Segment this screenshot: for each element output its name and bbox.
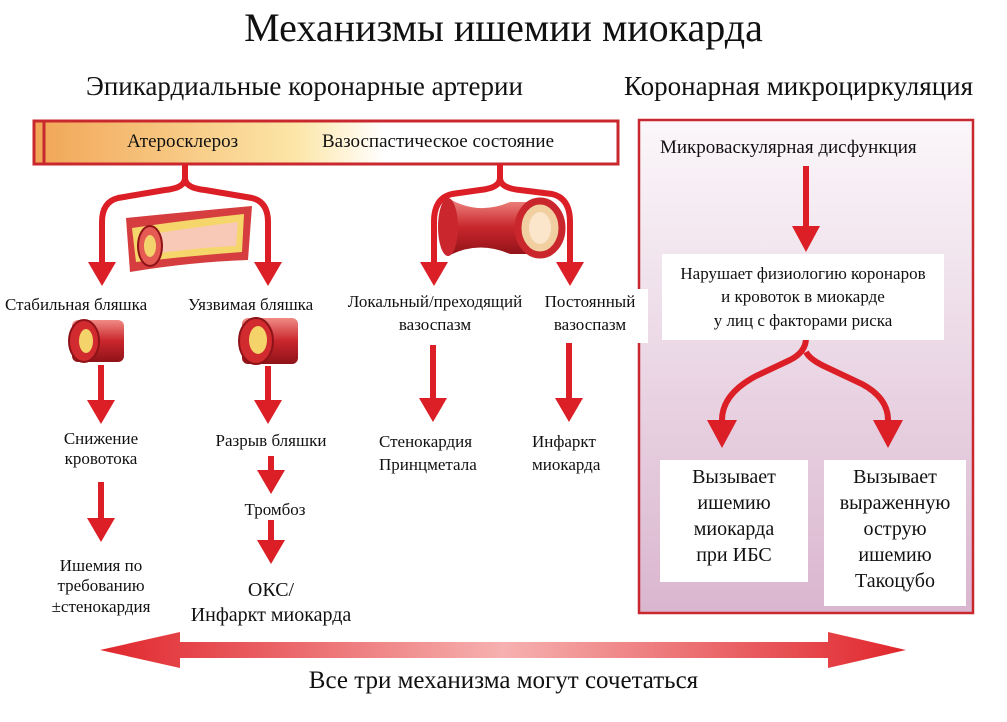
page-title: Механизмы ишемии миокарда xyxy=(244,5,763,50)
prinzmetal-angina-result: Стенокардия Принцметала xyxy=(379,432,477,474)
stable-plaque-label: Стабильная бляшка xyxy=(3,293,150,318)
persistent-vasospasm-label: Постоянный вазоспазм xyxy=(532,289,648,343)
ischemia-ihd-text: Вызывает ишемию миокарда при ИБС xyxy=(692,466,776,566)
epicardial-bar xyxy=(32,119,620,166)
vasospastic-state-label: Вазоспастическое состояние xyxy=(322,131,555,152)
plaque-rupture-step: Разрыв бляшки xyxy=(215,431,327,450)
acs-mi-step: ОКС/ Инфаркт миокарда xyxy=(190,579,352,626)
footer-note: Все три механизма могут сочетаться xyxy=(308,667,699,694)
epicardial-heading: Эпикардиальные коронарные артерии xyxy=(86,71,523,101)
demand-ischemia-step: Ишемия по требованию ±стенокардия xyxy=(51,556,151,616)
left-result-box xyxy=(660,460,808,582)
physiology-disruption-text: Нарушает физиологию коронаров и кровоток… xyxy=(680,264,926,330)
vulnerable-plaque-icon xyxy=(238,317,298,365)
downward-arrows xyxy=(98,166,809,540)
middle-box xyxy=(662,254,944,340)
takotsubo-text: Вызывает выраженную острую ишемию Такоцу… xyxy=(839,466,951,592)
microvascular-dysfunction-label: Микроваскулярная дисфункция xyxy=(660,137,917,158)
vasospasm-illustration xyxy=(438,197,566,259)
myocardial-infarction-result: Инфаркт миокарда xyxy=(532,432,601,474)
atherosclerosis-label: Атеросклероз xyxy=(127,131,239,152)
reduced-flow-step: Снижение кровотока xyxy=(63,429,139,469)
stable-plaque-icon xyxy=(68,319,124,363)
right-result-box xyxy=(824,460,966,606)
microcirculation-heading: Коронарная микроциркуляция xyxy=(624,71,974,101)
transient-vasospasm-label: Локальный/преходящий вазоспазм xyxy=(342,289,528,339)
microcirculation-branch-arrows xyxy=(719,337,891,421)
artery-plaque-illustration xyxy=(126,206,252,272)
atherosclerosis-branch-arrows xyxy=(99,164,271,262)
thrombosis-step: Тромбоз xyxy=(226,500,324,521)
vasospasm-branch-arrows xyxy=(431,164,573,262)
bidirectional-arrow xyxy=(100,632,906,668)
vulnerable-plaque-label: Уязвимая бляшка xyxy=(186,293,316,318)
